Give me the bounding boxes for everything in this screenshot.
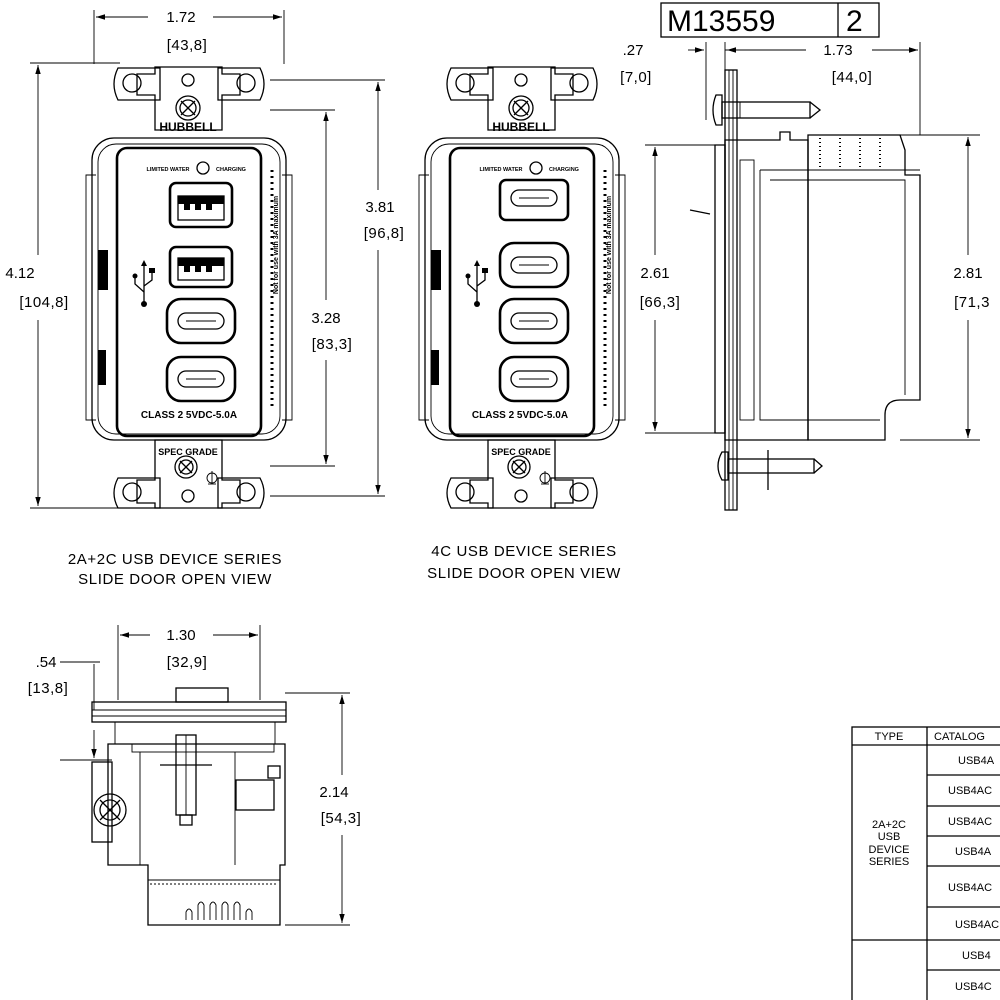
dim-plate-value: 3.81: [365, 199, 394, 216]
ground-symbol-icon: [206, 471, 218, 485]
dim-height-mm: [104,8]: [19, 294, 68, 311]
strap-hole-right: [236, 73, 256, 93]
side-warning-text: Not for use with 3A maximum: [273, 196, 280, 294]
dim-inner-mm: [83,3]: [312, 336, 353, 353]
dim-inner-value: 3.28: [311, 310, 340, 327]
usb-symbol-icon: [132, 260, 155, 307]
dim-plate-2a2c: 3.81 [96,8]: [270, 79, 405, 497]
grade-label: SPEC GRADE: [158, 447, 218, 457]
dim-depth-value: 2.14: [319, 784, 348, 801]
brand-logo: HUBBELL: [159, 120, 216, 134]
rating-label: CLASS 2 5VDC-5.0A: [141, 410, 237, 421]
ground-symbol-icon: [539, 471, 551, 485]
screw-icon: [507, 455, 531, 479]
charging-led: [196, 161, 210, 175]
catalog-cell: USB4AC: [948, 882, 992, 894]
dim-height-value: 4.12: [5, 265, 34, 282]
screw-icon: [712, 94, 822, 126]
type-line: DEVICE: [869, 844, 910, 856]
table-header-catalog: CATALOG: [934, 731, 985, 743]
caption-line2: SLIDE DOOR OPEN VIEW: [427, 565, 621, 582]
catalog-cell: USB4AC: [955, 919, 999, 931]
dim-height-mm: [71,3: [954, 294, 990, 311]
catalog-table: TYPE CATALOG 2A+2C USB DEVICE SERIES USB…: [851, 726, 1000, 1000]
type-line: SERIES: [869, 856, 909, 868]
catalog-cell: USB4: [962, 950, 991, 962]
front-view-4c: HUBBELL SPEC GRADE Not for use with 3A: [418, 66, 626, 582]
bottom-view: 1.30 [32,9] .54 [13,8] 2.14 [54,3]: [28, 625, 362, 926]
catalog-cell: USB4C: [955, 981, 992, 993]
screw-icon: [508, 95, 534, 121]
drawing-number-box: M13559 2: [660, 2, 880, 38]
side-ribs: [819, 138, 881, 168]
dim-offset-mm: [7,0]: [620, 69, 652, 86]
rating-label: CLASS 2 5VDC-5.0A: [472, 410, 568, 421]
usb-c-port-icon: [498, 355, 570, 403]
dim-body-value: 2.61: [640, 265, 669, 282]
usb-c-port-icon: [165, 297, 237, 345]
side-view: .27 [7,0] 1.73 [44,0] 2.61 [66,3] 2.81 […: [620, 42, 990, 511]
usb-c-port-icon: [498, 178, 570, 222]
dim-offset-value: .27: [623, 42, 644, 59]
screw-icon: [175, 95, 201, 121]
usb-a-port-icon: [168, 245, 234, 289]
catalog-cell: USB4A: [955, 846, 992, 858]
dim-width-2a2c: 1.72 [43,8]: [93, 9, 285, 64]
dim-offset-mm: [13,8]: [28, 680, 69, 697]
caption-line1: 2A+2C USB DEVICE SERIES: [68, 551, 282, 568]
strap-hole-left: [122, 73, 142, 93]
caption-line1: 4C USB DEVICE SERIES: [431, 543, 616, 560]
dim-depth-value: 1.73: [823, 42, 852, 59]
dim-inner-2a2c: 3.28 [83,3]: [270, 109, 353, 467]
grade-label: SPEC GRADE: [491, 447, 551, 457]
usb-a-port-icon: [168, 181, 234, 229]
dim-height-2a2c: 4.12 [104,8]: [5, 62, 120, 509]
led-right-label: CHARGING: [549, 167, 579, 173]
usb-symbol-icon: [465, 260, 488, 307]
dim-depth-mm: [54,3]: [321, 810, 362, 827]
bottom-vents: [185, 901, 253, 920]
usb-c-port-icon: [165, 355, 237, 403]
table-header-type: TYPE: [875, 731, 904, 743]
dim-plate-mm: [96,8]: [364, 225, 405, 242]
usb-c-port-icon: [498, 241, 570, 289]
dim-width-mm: [32,9]: [167, 654, 208, 671]
led-left-label: LIMITED WATER: [480, 167, 523, 173]
side-warning-text: Not for use with 3A maximum: [606, 196, 613, 294]
led-left-label: LIMITED WATER: [147, 167, 190, 173]
caption-line2: SLIDE DOOR OPEN VIEW: [78, 571, 272, 588]
screw-icon: [174, 455, 198, 479]
type-line: 2A+2C: [872, 819, 906, 831]
catalog-cell: USB4A: [958, 755, 995, 767]
dim-height-value: 2.81: [953, 265, 982, 282]
led-right-label: CHARGING: [216, 167, 246, 173]
dim-width-value: 1.72: [166, 9, 195, 26]
dim-body-mm: [66,3]: [640, 294, 681, 311]
dim-offset-value: .54: [36, 654, 57, 671]
screw-icon: [91, 761, 127, 843]
dim-width-value: 1.30: [166, 627, 195, 644]
screw-icon: [717, 450, 823, 490]
dim-depth-mm: [44,0]: [832, 69, 873, 86]
charging-led: [529, 161, 543, 175]
drawing-number: M13559: [667, 5, 775, 38]
drawing-revision: 2: [846, 5, 863, 38]
front-view-2a2c: 1.72 [43,8] 4.12 [104,8] 3.81 [96,8]: [5, 9, 405, 588]
usb-c-port-icon: [498, 297, 570, 345]
type-line: USB: [878, 831, 901, 843]
catalog-cell: USB4AC: [948, 816, 992, 828]
catalog-cell: USB4AC: [948, 785, 992, 797]
dim-width-mm: [43,8]: [167, 37, 208, 54]
brand-logo: HUBBELL: [492, 120, 549, 134]
